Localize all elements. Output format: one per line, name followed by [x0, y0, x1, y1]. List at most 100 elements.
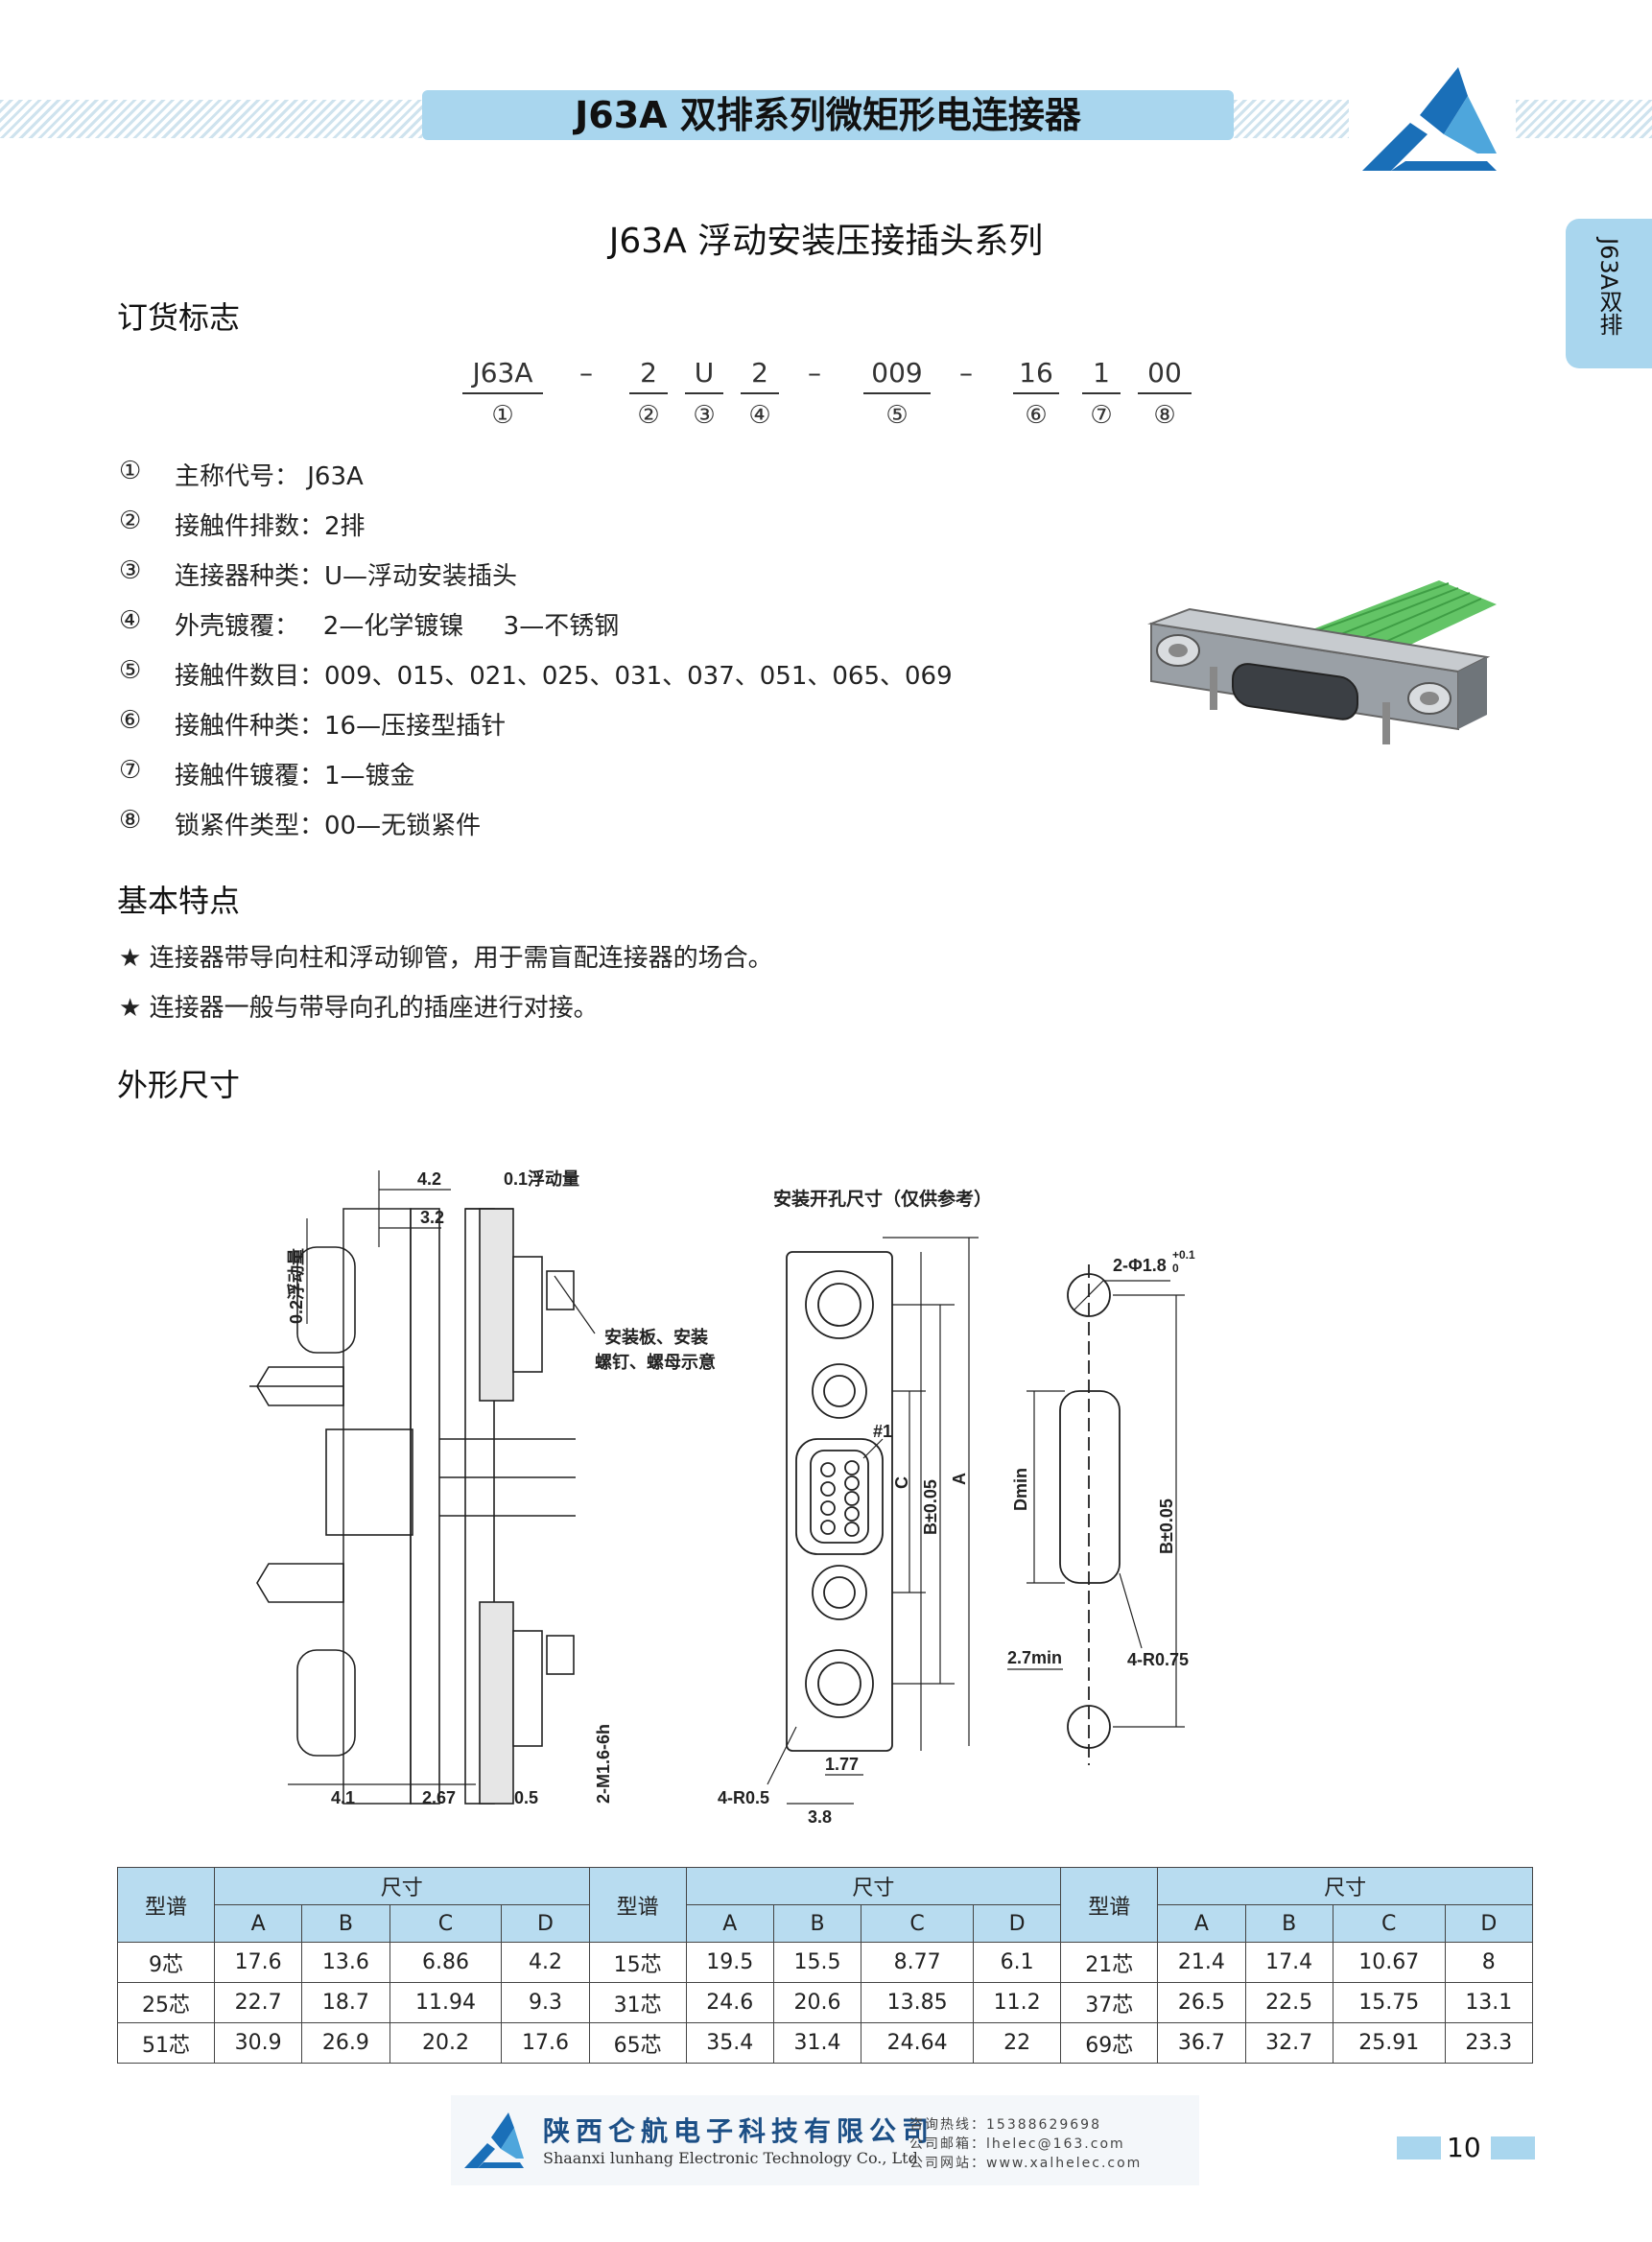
- table-cell: 19.5: [685, 1942, 774, 1983]
- dimension-table: 型谱 尺寸 型谱 尺寸 型谱 尺寸 A B C D A B C D A B C …: [117, 1867, 1534, 2064]
- table-header-row: 型谱 尺寸 型谱 尺寸 型谱 尺寸: [117, 1867, 1533, 1943]
- col-size-header: 尺寸: [214, 1867, 590, 1905]
- col-a: A: [1157, 1904, 1246, 1943]
- front-view: [786, 1251, 893, 1752]
- table-cell: 21.4: [1157, 1942, 1246, 1983]
- cutout-dimension-lines: [1007, 1280, 1185, 1728]
- cutout-title: 安装开孔尺寸（仅供参考）: [773, 1188, 992, 1210]
- thread-label: 2-M1.6-6h: [594, 1724, 613, 1804]
- col-c: C: [389, 1904, 503, 1943]
- code-part: 009: [863, 357, 931, 394]
- table-cell: 6.1: [972, 1942, 1062, 1983]
- cutout-holes: 2-Φ1.8: [1113, 1256, 1167, 1275]
- code-part: U: [685, 357, 723, 394]
- table-cell: 65芯: [588, 2022, 687, 2064]
- code-marker: ①: [491, 401, 514, 430]
- col-b: B: [1244, 1904, 1333, 1943]
- table-cell: 15.5: [772, 1942, 862, 1983]
- table-cell: 20.6: [772, 1982, 862, 2023]
- code-dash: –: [808, 357, 821, 389]
- panel-note-2: 螺钉、螺母示意: [595, 1352, 716, 1372]
- table-cell: 20.2: [389, 2022, 503, 2064]
- cutout-b: B±0.05: [1157, 1499, 1176, 1554]
- col-d: D: [972, 1904, 1062, 1943]
- table-cell: 10.67: [1332, 1942, 1446, 1983]
- table-cell: 23.3: [1444, 2022, 1534, 2064]
- cutout-tol-lower: 0: [1172, 1262, 1179, 1275]
- feature-item: ★ 连接器带导向柱和浮动铆管，用于需盲配连接器的场合。: [119, 944, 773, 973]
- table-cell: 8.77: [861, 1942, 974, 1983]
- dim-4-2: 4.2: [417, 1169, 441, 1189]
- table-cell: 13.85: [861, 1982, 974, 2023]
- ordering-heading: 订货标志: [117, 299, 241, 336]
- dimension-drawing: 4.2 3.2 0.1浮动量 0.2浮动量 安装板、安装 螺钉、螺母示意 4.1…: [249, 1168, 1195, 1823]
- table-cell: 15芯: [588, 1942, 687, 1983]
- order-code: J63A – 2 U 2 – 009 – 16 1 00: [0, 357, 1652, 395]
- code-marker: ②: [637, 401, 660, 430]
- col-model-header: 型谱: [117, 1867, 215, 1943]
- table-cell: 17.6: [213, 1942, 303, 1983]
- table-cell: 9芯: [117, 1942, 215, 1983]
- table-cell: 4.2: [501, 1942, 590, 1983]
- item-text: 接触件镀覆：1—镀金: [175, 762, 415, 791]
- item-number: ⑥: [119, 706, 142, 735]
- table-cell: 21芯: [1060, 1942, 1159, 1983]
- front-view-labels: #1 C B±0.05 A 4-R0.5 1.77 3.8: [718, 1422, 969, 1823]
- code-marker: ⑤: [885, 401, 909, 430]
- code-marker: ⑥: [1025, 401, 1048, 430]
- connector-product-image: [1147, 580, 1497, 744]
- cutout-labels: 安装开孔尺寸（仅供参考） 2-Φ1.8 +0.1 0 Dmin B±0.05 2…: [773, 1188, 1195, 1669]
- cutout-tol-upper: +0.1: [1172, 1248, 1195, 1262]
- item-text: 接触件种类：16—压接型插针: [175, 712, 507, 741]
- col-c: C: [1332, 1904, 1446, 1943]
- feature-item: ★ 连接器一般与带导向孔的插座进行对接。: [119, 994, 599, 1023]
- footer-logo-icon: [464, 2112, 524, 2168]
- code-part: 16: [1013, 357, 1059, 394]
- table-cell: 36.7: [1157, 2022, 1246, 2064]
- page-number-bar-right: [1491, 2136, 1535, 2159]
- side-tab-label: J63A双排: [1595, 238, 1622, 337]
- table-cell: 30.9: [213, 2022, 303, 2064]
- header-stripe-left: [0, 100, 422, 138]
- cutout-view: [1059, 1264, 1121, 1765]
- table-cell: 35.4: [685, 2022, 774, 2064]
- item-number: ⑦: [119, 756, 142, 785]
- panel-note-1: 安装板、安装: [604, 1327, 708, 1347]
- col-b: B: [301, 1904, 390, 1943]
- col-b: B: [772, 1904, 862, 1943]
- dim-b: B±0.05: [921, 1479, 940, 1535]
- code-markers: ① ② ③ ④ ⑤ ⑥ ⑦ ⑧: [0, 401, 1652, 436]
- col-model-header: 型谱: [1060, 1867, 1159, 1943]
- page-number-bar-left: [1397, 2136, 1441, 2159]
- table-cell: 17.6: [501, 2022, 590, 2064]
- table-subheader-row: A B C D A B C D A B C D: [118, 1904, 1534, 1943]
- company-name-cn: 陕西仑航电子科技有限公司: [543, 2115, 935, 2147]
- table-cell: 9.3: [501, 1982, 590, 2023]
- footer-band: [451, 2095, 1199, 2185]
- table-cell: 32.7: [1244, 2022, 1333, 2064]
- table-cell: 24.64: [861, 2022, 974, 2064]
- dim-3-8: 3.8: [808, 1807, 832, 1823]
- code-part: 1: [1082, 357, 1121, 394]
- float-0-1-label: 0.1浮动量: [504, 1168, 579, 1189]
- header-stripe-right: [1234, 100, 1349, 138]
- table-cell: 22: [972, 2022, 1062, 2064]
- item-number: ⑤: [119, 656, 142, 685]
- table-cell: 17.4: [1244, 1942, 1333, 1983]
- code-part: 2: [741, 357, 779, 394]
- table-row: 9芯 17.6 13.6 6.86 4.2 15芯 19.5 15.5 8.77…: [117, 1942, 1534, 1983]
- item-number: ②: [119, 507, 142, 535]
- dim-3-2: 3.2: [420, 1208, 444, 1227]
- table-cell: 25.91: [1332, 2022, 1446, 2064]
- table-cell: 24.6: [685, 1982, 774, 2023]
- item-text: 接触件排数：2排: [175, 512, 366, 541]
- company-name-en: Shaanxi lunhang Electronic Technology Co…: [543, 2149, 918, 2167]
- footer-email: 公司邮箱：lhelec@163.com: [909, 2136, 1125, 2152]
- footer-website: 公司网站：www.xalhelec.com: [909, 2156, 1143, 2171]
- cutout-radius: 4-R0.75: [1127, 1650, 1189, 1669]
- dim-c: C: [892, 1476, 911, 1489]
- side-view-dimension-lines: [288, 1170, 596, 1785]
- table-cell: 26.5: [1157, 1982, 1246, 2023]
- code-part: J63A: [462, 357, 543, 394]
- item-number: ①: [119, 457, 142, 485]
